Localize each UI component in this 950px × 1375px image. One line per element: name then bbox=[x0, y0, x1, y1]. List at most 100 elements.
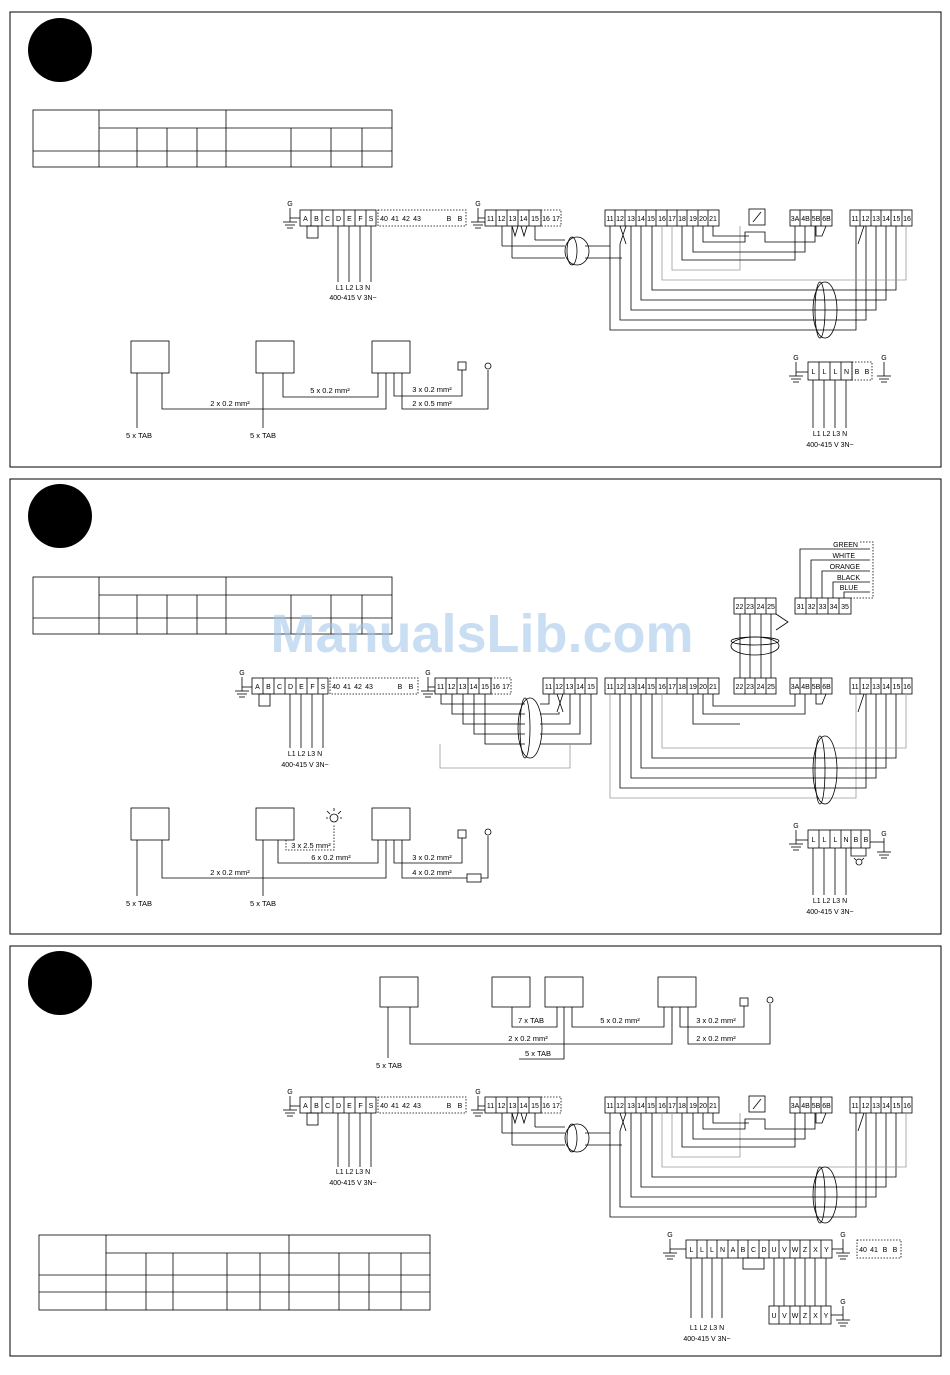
badge-circle-icon bbox=[28, 951, 92, 1015]
terminal-label: 12 bbox=[498, 216, 506, 223]
terminal-label: 5B bbox=[812, 684, 821, 691]
terminal-label: 6B bbox=[822, 216, 831, 223]
terminal-label: V bbox=[782, 1313, 787, 1320]
terminal-label: 14 bbox=[470, 684, 478, 691]
indicator-lamp-icon bbox=[457, 361, 467, 371]
terminal-label: A bbox=[303, 1103, 308, 1110]
cable-label: 5 x TAB bbox=[126, 431, 152, 440]
terminal-label: A bbox=[255, 684, 260, 691]
terminal-label: 16 bbox=[903, 216, 911, 223]
terminal-label: 12 bbox=[555, 684, 563, 691]
lamp-icon bbox=[326, 808, 342, 823]
unit-box bbox=[379, 976, 419, 1008]
panel-1-frame bbox=[9, 11, 942, 468]
terminal-label: 17 bbox=[668, 684, 676, 691]
terminal-label: 40 bbox=[332, 684, 340, 691]
terminal-label: 22 bbox=[736, 604, 744, 611]
wire-color-label: WHITE bbox=[832, 553, 855, 560]
terminal-label: 5B bbox=[812, 1103, 821, 1110]
terminal-label: 16 bbox=[658, 216, 666, 223]
terminal-label: D bbox=[288, 684, 293, 691]
terminal-label: 21 bbox=[709, 216, 717, 223]
terminal-label: X bbox=[813, 1247, 818, 1254]
terminal-label: A bbox=[303, 216, 308, 223]
panel-1-text: G G G G A B C D E F S 40 41 42 43 B B 11… bbox=[126, 201, 911, 449]
terminal-label: B bbox=[409, 684, 414, 691]
cable-label: 2 x 0.2 mm² bbox=[696, 1034, 736, 1043]
terminal-label: X bbox=[813, 1313, 818, 1320]
terminal-label: 42 bbox=[402, 1103, 410, 1110]
terminal-label: W bbox=[792, 1247, 799, 1254]
ground-label: G bbox=[239, 670, 244, 677]
terminal-label: N bbox=[844, 369, 849, 376]
terminal-label: 13 bbox=[509, 1103, 517, 1110]
ground-label: G bbox=[881, 831, 886, 838]
terminal-label: F bbox=[358, 216, 362, 223]
terminal-label: 21 bbox=[709, 684, 717, 691]
terminal-label: L bbox=[690, 1247, 694, 1254]
cable-label: 3 x 0.2 mm² bbox=[412, 853, 452, 862]
terminal-label: 25 bbox=[767, 604, 775, 611]
terminal-label: S bbox=[321, 684, 326, 691]
terminal-label: 11 bbox=[487, 1103, 494, 1110]
terminal-label: Y bbox=[824, 1313, 829, 1320]
terminal-label: 17 bbox=[552, 216, 560, 223]
cable-label: 5 x 0.2 mm² bbox=[600, 1016, 640, 1025]
terminal-label: B bbox=[398, 684, 403, 691]
terminal-label: D bbox=[336, 216, 341, 223]
terminal-label: L bbox=[823, 369, 827, 376]
terminal-label: 43 bbox=[365, 684, 373, 691]
cable-label: 5 x TAB bbox=[250, 431, 276, 440]
terminal-label: 22 bbox=[736, 684, 744, 691]
terminal-label: 17 bbox=[668, 1103, 676, 1110]
terminal-label: 18 bbox=[678, 216, 686, 223]
badge-circle-icon bbox=[28, 484, 92, 548]
ground-icon bbox=[283, 208, 300, 229]
terminal-label: 14 bbox=[637, 1103, 645, 1110]
ground-label: G bbox=[793, 355, 798, 362]
cable-label: 5 x 0.2 mm² bbox=[310, 386, 350, 395]
terminal-label: C bbox=[751, 1247, 756, 1254]
terminal-label: 12 bbox=[616, 1103, 624, 1110]
terminal-label: B bbox=[314, 216, 319, 223]
terminal-label: 24 bbox=[757, 604, 765, 611]
terminal-label: 34 bbox=[830, 604, 838, 611]
terminal-label: 13 bbox=[627, 684, 635, 691]
supply-lines-label: L1 L2 L3 N bbox=[288, 751, 322, 758]
terminal-label: Z bbox=[803, 1313, 808, 1320]
terminal-label: 43 bbox=[413, 1103, 421, 1110]
terminal-label: 40 bbox=[859, 1247, 867, 1254]
terminal-label: 14 bbox=[882, 216, 890, 223]
terminal-label: 11 bbox=[606, 684, 613, 691]
terminal-label: L bbox=[710, 1247, 714, 1254]
terminal-label: W bbox=[792, 1313, 799, 1320]
supply-lines-label: L1 L2 L3 N bbox=[813, 898, 847, 905]
terminal-label: 13 bbox=[566, 684, 574, 691]
terminal-label: 12 bbox=[862, 216, 870, 223]
terminal-label: B bbox=[447, 216, 452, 223]
terminal-label: 16 bbox=[903, 684, 911, 691]
terminal-label: 16 bbox=[492, 684, 500, 691]
ground-label: G bbox=[793, 823, 798, 830]
terminal-label: A bbox=[731, 1247, 736, 1254]
terminal-label: F bbox=[358, 1103, 362, 1110]
terminal-label: 15 bbox=[481, 684, 489, 691]
terminal-label: 41 bbox=[391, 216, 399, 223]
terminal-label: B bbox=[893, 1247, 898, 1254]
cable-label: 5 x TAB bbox=[376, 1061, 402, 1070]
terminal-label: B bbox=[864, 837, 869, 844]
terminal-label: 13 bbox=[872, 1103, 880, 1110]
terminal-label: B bbox=[458, 216, 463, 223]
terminal-label: 13 bbox=[509, 216, 517, 223]
terminal-label: 11 bbox=[606, 1103, 613, 1110]
terminal-label: N bbox=[720, 1247, 725, 1254]
terminal-label: 15 bbox=[647, 1103, 655, 1110]
supply-voltage-label: 400-415 V 3N~ bbox=[281, 762, 328, 769]
ground-icon bbox=[471, 1096, 485, 1117]
terminal-label: 15 bbox=[893, 216, 901, 223]
terminal-label: 14 bbox=[637, 216, 645, 223]
terminal-label: 40 bbox=[380, 1103, 388, 1110]
terminal-label: 14 bbox=[882, 1103, 890, 1110]
terminal-label: 11 bbox=[851, 684, 858, 691]
